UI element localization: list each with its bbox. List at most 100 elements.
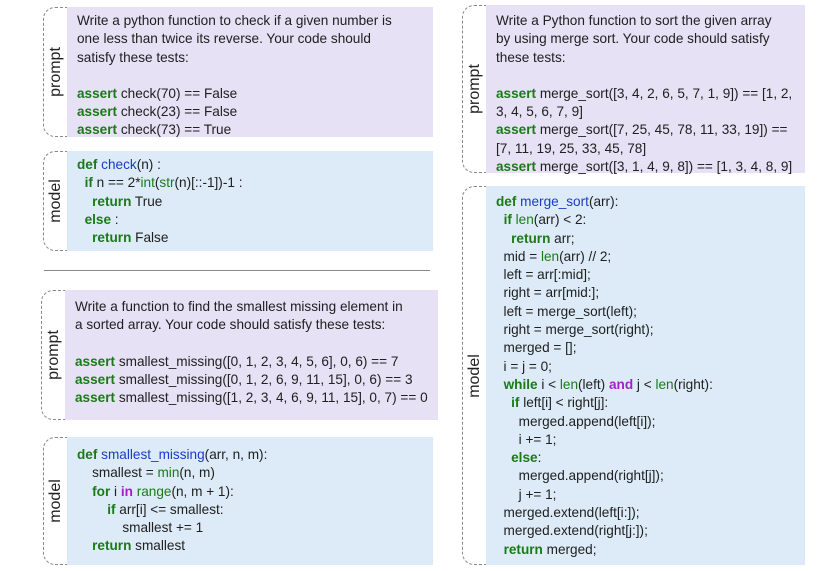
text-span: a sorted array. Your code should satisfy… [75, 317, 386, 333]
text-span: [7, 11, 19, 25, 33, 45, 78] [496, 140, 647, 156]
text-span: left = arr[:mid]; [496, 267, 591, 283]
text-span: left[i] < right[j]: [519, 395, 609, 411]
code-line: if arr[i] <= smallest: [77, 501, 423, 519]
text-span: (right): [673, 376, 713, 392]
text-span: Write a Python function to sort the give… [496, 13, 772, 28]
model-tag-label: model [46, 479, 64, 523]
text-span: smallest_missing([0, 1, 2, 3, 4, 5, 6], … [115, 353, 399, 369]
code-block: def check(n) : if n == 2*int(str(n)[::-1… [67, 151, 433, 251]
text-span: right = arr[mid:]; [496, 285, 600, 301]
code-line: mid = len(arr) // 2; [496, 248, 795, 266]
text-span [77, 175, 85, 190]
text-span: len [540, 248, 560, 264]
code-line: return True [77, 193, 423, 211]
text-span: False [131, 230, 169, 246]
code-block: def smallest_missing(arr, n, m): smalles… [67, 437, 433, 565]
text-span: (n, m + 1): [171, 483, 234, 499]
text-span: satisfy these tests: [77, 49, 189, 65]
prompt-tag-label: prompt [465, 64, 483, 114]
text-span: (left) [578, 376, 609, 392]
text-span: else [84, 211, 112, 227]
text-span: return [503, 541, 543, 557]
code-line: def smallest_missing(arr, n, m): [77, 446, 423, 464]
text-span: while [503, 376, 538, 392]
text-span: arr[i] <= smallest: [115, 501, 224, 517]
code-line: smallest = min(n, m) [77, 464, 423, 482]
text-span: assert [496, 85, 537, 101]
code-line: for i in range(n, m + 1): [77, 483, 423, 501]
prompt-tag: prompt [41, 290, 65, 420]
prompt-line: [7, 11, 19, 25, 33, 45, 78] [496, 140, 795, 158]
text-span: left = merge_sort(left); [496, 303, 637, 319]
code-line: i += 1; [496, 431, 795, 449]
code-line: else : [77, 211, 423, 229]
prompt-tag: prompt [43, 7, 67, 137]
prompt-line: 3, 4, 5, 6, 7, 9] [496, 103, 795, 121]
text-span: assert [77, 122, 118, 138]
text-span: smallest [131, 538, 186, 554]
text-span: i += 1; [496, 431, 557, 447]
prompt-tag: prompt [462, 5, 486, 173]
code-line: smallest += 1 [77, 519, 423, 537]
text-span: (n, m) [179, 465, 215, 481]
prompt-line [77, 67, 423, 85]
text-span: range [136, 483, 172, 499]
text-span: arr; [550, 230, 575, 246]
prompt-line: assert check(23) == False [77, 103, 423, 121]
text-span: i < [537, 376, 560, 392]
text-span: return [92, 230, 132, 246]
text-span: (n) : [136, 157, 161, 172]
text-span: len [655, 376, 674, 392]
prompt-card: prompt Write a function to find the small… [41, 290, 438, 420]
code-line: merged.extend(right[j:]); [496, 522, 795, 540]
text-span [77, 194, 92, 209]
code-line: merged = []; [496, 339, 795, 357]
text-span: merged; [542, 541, 597, 557]
prompt-line: assert merge_sort([3, 4, 2, 6, 5, 7, 1, … [496, 85, 795, 103]
code-line: else: [496, 449, 795, 467]
code-line: right = arr[mid:]; [496, 284, 795, 302]
text-span: i [110, 483, 121, 499]
text-span: assert [496, 122, 537, 138]
code-block: def merge_sort(arr): if len(arr) < 2: re… [486, 186, 805, 565]
prompt-line: assert smallest_missing([0, 1, 2, 3, 4, … [75, 353, 428, 371]
text-span: if [511, 395, 520, 411]
text-span: check(23) == False [117, 104, 238, 120]
text-span: return [92, 193, 132, 209]
prompt-line: assert merge_sort([3, 1, 4, 9, 8]) == [1… [496, 158, 795, 176]
text-span: merged.extend(left[i:]); [496, 505, 640, 521]
prompt-line: Write a python function to check if a gi… [77, 12, 423, 30]
prompt-text: Write a Python function to sort the give… [486, 5, 805, 176]
text-span: (n)[::-1])-1 : [174, 175, 243, 191]
prompt-card: prompt Write a Python function to sort th… [462, 5, 805, 176]
code-line: left = arr[:mid]; [496, 266, 795, 284]
text-span: str [159, 175, 175, 191]
text-span: (arr) < 2: [533, 212, 587, 228]
prompt-tag-label: prompt [46, 47, 64, 97]
text-span: mid = [496, 248, 541, 264]
text-span: assert [77, 104, 118, 120]
prompt-line: satisfy these tests: [77, 49, 423, 67]
code-line: merged.extend(left[i:]); [496, 504, 795, 522]
divider [44, 270, 430, 271]
model-tag: model [43, 151, 67, 251]
text-span: int [140, 175, 155, 191]
text-span: assert [75, 371, 116, 387]
text-span: min [157, 465, 180, 481]
text-span: and [608, 376, 634, 392]
text-span [77, 538, 92, 553]
text-span [77, 212, 85, 227]
text-span: right = merge_sort(right); [496, 322, 654, 338]
model-tag: model [43, 437, 67, 565]
code-line: if len(arr) < 2: [496, 211, 795, 229]
prompt-line: a sorted array. Your code should satisfy… [75, 316, 428, 334]
text-span: return [511, 230, 551, 246]
prompt-line: assert merge_sort([7, 25, 45, 78, 11, 33… [496, 121, 795, 139]
text-span: smallest += 1 [77, 520, 204, 536]
text-span: smallest_missing [101, 447, 205, 462]
text-span: smallest = [77, 465, 158, 481]
text-span [496, 395, 511, 410]
text-span [496, 231, 511, 246]
text-span: Write a function to find the smallest mi… [75, 299, 403, 314]
